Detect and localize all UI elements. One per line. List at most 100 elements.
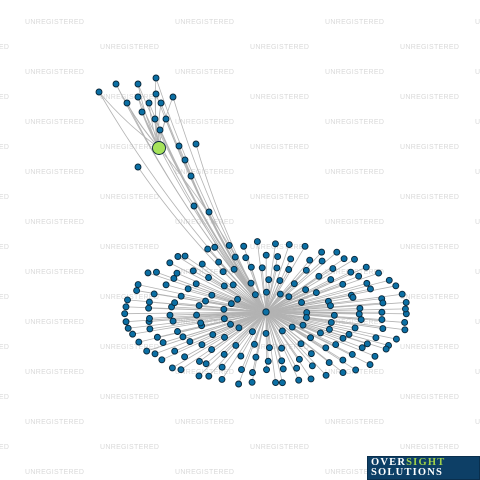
network-node[interactable] — [187, 172, 195, 180]
network-node[interactable] — [232, 342, 240, 349]
network-node[interactable] — [379, 299, 387, 307]
network-node[interactable] — [181, 353, 189, 361]
network-node[interactable] — [177, 292, 185, 300]
network-node[interactable] — [293, 364, 301, 372]
network-node[interactable] — [295, 376, 303, 384]
network-node[interactable] — [339, 356, 347, 364]
network-node[interactable] — [186, 338, 194, 346]
network-node[interactable] — [169, 317, 177, 325]
network-node[interactable] — [349, 294, 357, 301]
network-node[interactable] — [302, 286, 310, 294]
network-node[interactable] — [220, 350, 228, 358]
network-node[interactable] — [122, 318, 130, 326]
network-node[interactable] — [295, 355, 303, 363]
network-node[interactable] — [171, 347, 179, 355]
network-node[interactable] — [285, 293, 293, 301]
network-node[interactable] — [124, 296, 131, 304]
network-node[interactable] — [197, 319, 205, 327]
network-node[interactable] — [225, 241, 233, 249]
network-node[interactable] — [153, 333, 161, 341]
network-node[interactable] — [123, 99, 131, 107]
network-node[interactable] — [278, 344, 286, 352]
network-node[interactable] — [247, 263, 255, 271]
network-node[interactable] — [220, 305, 228, 313]
network-node[interactable] — [345, 330, 353, 338]
network-node[interactable] — [355, 310, 363, 318]
network-node[interactable] — [202, 297, 209, 305]
network-node[interactable] — [189, 267, 197, 275]
network-node[interactable] — [287, 255, 295, 263]
network-node[interactable] — [308, 362, 316, 370]
network-node[interactable] — [366, 285, 374, 293]
network-node[interactable] — [302, 266, 310, 274]
network-node[interactable] — [162, 281, 170, 289]
network-node[interactable] — [152, 90, 160, 98]
network-node[interactable] — [184, 285, 192, 293]
network-node[interactable] — [251, 340, 258, 348]
network-node[interactable] — [379, 325, 387, 332]
network-node[interactable] — [95, 88, 103, 96]
network-node[interactable] — [158, 356, 166, 364]
network-node[interactable] — [258, 264, 266, 272]
network-node[interactable] — [352, 366, 360, 374]
network-node[interactable] — [121, 310, 129, 318]
network-node[interactable] — [278, 357, 286, 365]
network-node[interactable] — [312, 289, 320, 297]
network-node[interactable] — [150, 290, 158, 298]
network-node[interactable] — [262, 329, 270, 337]
network-node[interactable] — [230, 265, 238, 273]
network-node[interactable] — [205, 372, 213, 380]
focus-node[interactable] — [152, 141, 166, 155]
network-node[interactable] — [240, 242, 248, 250]
network-node[interactable] — [265, 276, 273, 284]
network-node[interactable] — [272, 240, 279, 248]
network-node[interactable] — [173, 269, 181, 277]
network-node[interactable] — [358, 344, 366, 352]
network-node[interactable] — [242, 254, 250, 262]
network-node[interactable] — [235, 324, 243, 332]
network-node[interactable] — [378, 316, 386, 324]
network-node[interactable] — [285, 266, 293, 273]
network-node[interactable] — [152, 268, 160, 276]
network-node[interactable] — [190, 202, 198, 210]
network-node[interactable] — [166, 311, 174, 319]
network-node[interactable] — [227, 320, 234, 328]
network-node[interactable] — [339, 280, 347, 288]
network-node[interactable] — [325, 325, 333, 333]
network-node[interactable] — [307, 350, 315, 358]
network-node[interactable] — [401, 305, 409, 313]
network-node[interactable] — [229, 281, 237, 289]
network-node[interactable] — [285, 241, 293, 249]
network-node[interactable] — [327, 302, 334, 310]
network-node[interactable] — [402, 299, 410, 306]
hub-node[interactable] — [262, 308, 270, 316]
network-node[interactable] — [276, 290, 284, 298]
network-node[interactable] — [152, 74, 160, 82]
network-node[interactable] — [318, 257, 326, 265]
network-node[interactable] — [297, 340, 305, 348]
network-node[interactable] — [192, 280, 200, 288]
network-node[interactable] — [174, 253, 182, 260]
network-node[interactable] — [193, 311, 201, 319]
network-node[interactable] — [322, 371, 330, 379]
network-node[interactable] — [219, 268, 227, 276]
network-node[interactable] — [179, 333, 187, 341]
network-node[interactable] — [327, 276, 335, 283]
network-node[interactable] — [134, 93, 142, 101]
network-node[interactable] — [278, 327, 286, 335]
network-node[interactable] — [392, 335, 400, 343]
network-node[interactable] — [122, 303, 130, 311]
network-node[interactable] — [192, 140, 200, 148]
network-node[interactable] — [298, 299, 306, 306]
network-node[interactable] — [202, 360, 210, 368]
network-node[interactable] — [273, 264, 281, 272]
network-node[interactable] — [209, 331, 217, 339]
network-node[interactable] — [249, 369, 256, 376]
network-node[interactable] — [351, 255, 358, 263]
network-node[interactable] — [330, 311, 338, 319]
network-node[interactable] — [198, 341, 206, 349]
network-node[interactable] — [145, 298, 153, 306]
network-node[interactable] — [211, 243, 219, 251]
network-node[interactable] — [248, 328, 256, 336]
network-node[interactable] — [375, 269, 383, 277]
